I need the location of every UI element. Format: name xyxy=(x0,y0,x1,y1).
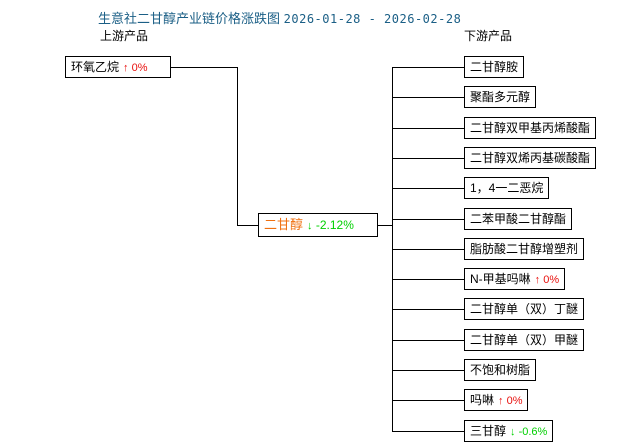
connector-line-horizontal xyxy=(440,128,464,129)
connector-line-horizontal xyxy=(440,370,464,371)
connector-line-horizontal xyxy=(392,400,440,401)
product-name: 脂肪酸二甘醇增塑剂 xyxy=(470,242,579,256)
product-name: 三甘醇 xyxy=(470,424,507,438)
connector-line-horizontal xyxy=(392,188,440,189)
connector-line-horizontal xyxy=(392,219,440,220)
connector-line-horizontal xyxy=(392,97,440,98)
product-name: 二甘醇单（双）甲醚 xyxy=(470,333,579,347)
connector-line-horizontal xyxy=(392,128,440,129)
arrow-down-icon: ↓ xyxy=(510,426,516,438)
connector-line-horizontal xyxy=(392,279,440,280)
product-name: 二甘醇 xyxy=(264,217,304,232)
downstream-node-9[interactable]: 二甘醇单（双）甲醚 xyxy=(464,329,585,351)
connector-line-horizontal xyxy=(378,225,392,226)
product-name: 不饱和树脂 xyxy=(470,363,531,377)
downstream-node-2[interactable]: 二甘醇双甲基丙烯酸酯 xyxy=(464,117,597,139)
arrow-up-icon: ↑ xyxy=(498,395,504,407)
downstream-node-12[interactable]: 三甘醇↓ -0.6% xyxy=(464,420,554,442)
connector-line-horizontal xyxy=(392,158,440,159)
price-change-value: ↓ -0.6% xyxy=(510,426,548,438)
center-node-diethylene-glycol[interactable]: 二甘醇↓ -2.12% xyxy=(258,213,378,237)
downstream-column-header: 下游产品 xyxy=(464,29,513,43)
connector-line-horizontal xyxy=(392,249,440,250)
connector-line-horizontal xyxy=(440,249,464,250)
upstream-column-header: 上游产品 xyxy=(100,29,149,43)
downstream-node-4[interactable]: 1，4一二恶烷 xyxy=(464,177,550,199)
connector-line-horizontal xyxy=(392,309,440,310)
arrow-up-icon: ↑ xyxy=(123,62,129,74)
downstream-node-1[interactable]: 聚酯多元醇 xyxy=(464,86,537,108)
product-name: 二甘醇胺 xyxy=(470,60,519,74)
downstream-node-11[interactable]: 吗啉↑ 0% xyxy=(464,389,529,411)
product-name: 二甘醇单（双）丁醚 xyxy=(470,302,579,316)
connector-line-horizontal xyxy=(392,340,440,341)
connector-line-horizontal xyxy=(237,225,258,226)
product-name: 二甘醇双烯丙基碳酸酯 xyxy=(470,151,591,165)
price-change-value: ↑ 0% xyxy=(498,395,523,407)
downstream-node-6[interactable]: 脂肪酸二甘醇增塑剂 xyxy=(464,238,585,260)
downstream-node-5[interactable]: 二苯甲酸二甘醇酯 xyxy=(464,208,573,230)
connector-line-horizontal xyxy=(440,279,464,280)
connector-line-horizontal xyxy=(392,431,440,432)
downstream-node-3[interactable]: 二甘醇双烯丙基碳酸酯 xyxy=(464,147,597,169)
connector-line-horizontal xyxy=(440,67,464,68)
downstream-node-8[interactable]: 二甘醇单（双）丁醚 xyxy=(464,298,585,320)
price-change-value: ↑ 0% xyxy=(534,274,560,286)
connector-line-horizontal xyxy=(392,370,440,371)
product-name: 二苯甲酸二甘醇酯 xyxy=(470,212,567,226)
connector-line-horizontal xyxy=(440,219,464,220)
downstream-node-0[interactable]: 二甘醇胺 xyxy=(464,56,525,78)
connector-line-horizontal xyxy=(440,158,464,159)
price-change-value: ↑ 0% xyxy=(123,62,148,74)
date-range: 2026-01-28 - 2026-02-28 xyxy=(283,12,462,26)
product-name: 环氧乙烷 xyxy=(71,60,120,74)
downstream-node-10[interactable]: 不饱和树脂 xyxy=(464,359,537,381)
connector-line-horizontal xyxy=(440,309,464,310)
connector-line-vertical xyxy=(237,67,238,225)
product-name: 1，4一二恶烷 xyxy=(470,181,544,195)
product-name: 聚酯多元醇 xyxy=(470,90,531,104)
upstream-node-0[interactable]: 环氧乙烷↑ 0% xyxy=(65,56,171,78)
product-name: 吗啉 xyxy=(470,393,495,407)
product-name: N-甲基吗啉 xyxy=(470,272,531,286)
product-name: 二甘醇双甲基丙烯酸酯 xyxy=(470,121,591,135)
page-title: 生意社二甘醇产业链价格涨跌图 2026-01-28 - 2026-02-28 xyxy=(98,8,461,27)
arrow-down-icon: ↓ xyxy=(307,220,313,232)
downstream-node-7[interactable]: N-甲基吗啉↑ 0% xyxy=(464,268,566,290)
connector-line-horizontal xyxy=(440,400,464,401)
connector-line-horizontal xyxy=(440,340,464,341)
price-change-value: ↓ -2.12% xyxy=(307,218,354,232)
connector-line-horizontal xyxy=(440,431,464,432)
arrow-up-icon: ↑ xyxy=(534,274,541,286)
connector-line-horizontal xyxy=(440,97,464,98)
title-text: 生意社二甘醇产业链价格涨跌图 xyxy=(98,11,281,26)
connector-line-horizontal xyxy=(392,67,440,68)
connector-line-horizontal xyxy=(440,188,464,189)
connector-line-horizontal xyxy=(171,67,237,68)
